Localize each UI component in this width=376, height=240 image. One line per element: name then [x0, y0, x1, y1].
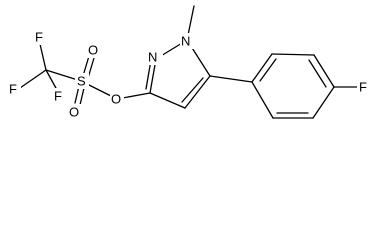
- bond-ph-double-2: [308, 59, 327, 88]
- bond-ph-6: [251, 81, 274, 119]
- bond-ph-1: [251, 53, 273, 83]
- molecule-diagram: F F F S O O O N N F: [7, 5, 371, 120]
- bond-s-o-top-a: [82, 55, 90, 77]
- bond-s-o-bottom-b: [79, 87, 85, 106]
- atom-labels: F F F S O O O N N F: [7, 29, 371, 120]
- bond-c-f-top: [39, 43, 47, 71]
- atom-f-top: F: [35, 30, 43, 45]
- atom-s: S: [77, 74, 86, 89]
- atom-n1: N: [181, 34, 190, 49]
- bond-ph-4: [312, 86, 335, 119]
- atom-o-ester: O: [111, 92, 121, 107]
- bond-c5-c4-double: [181, 77, 204, 103]
- bond-c5-c4: [184, 75, 211, 109]
- bonds: [19, 5, 360, 119]
- bond-c4-c3: [149, 92, 186, 109]
- atom-f-left: F: [9, 82, 17, 97]
- atom-o-top: O: [88, 43, 98, 58]
- bond-c-f-left: [19, 69, 47, 89]
- atom-f-mid: F: [54, 89, 62, 104]
- atom-f-para: F: [359, 80, 367, 95]
- bond-ph-2: [271, 53, 315, 56]
- bond-ph-3: [313, 54, 335, 88]
- atom-o-bottom: O: [69, 105, 79, 120]
- bond-ph-double-1: [259, 58, 277, 82]
- atom-n2: N: [148, 50, 157, 65]
- bond-c5-phenyl: [209, 75, 253, 83]
- bond-c-f-mid: [45, 69, 58, 91]
